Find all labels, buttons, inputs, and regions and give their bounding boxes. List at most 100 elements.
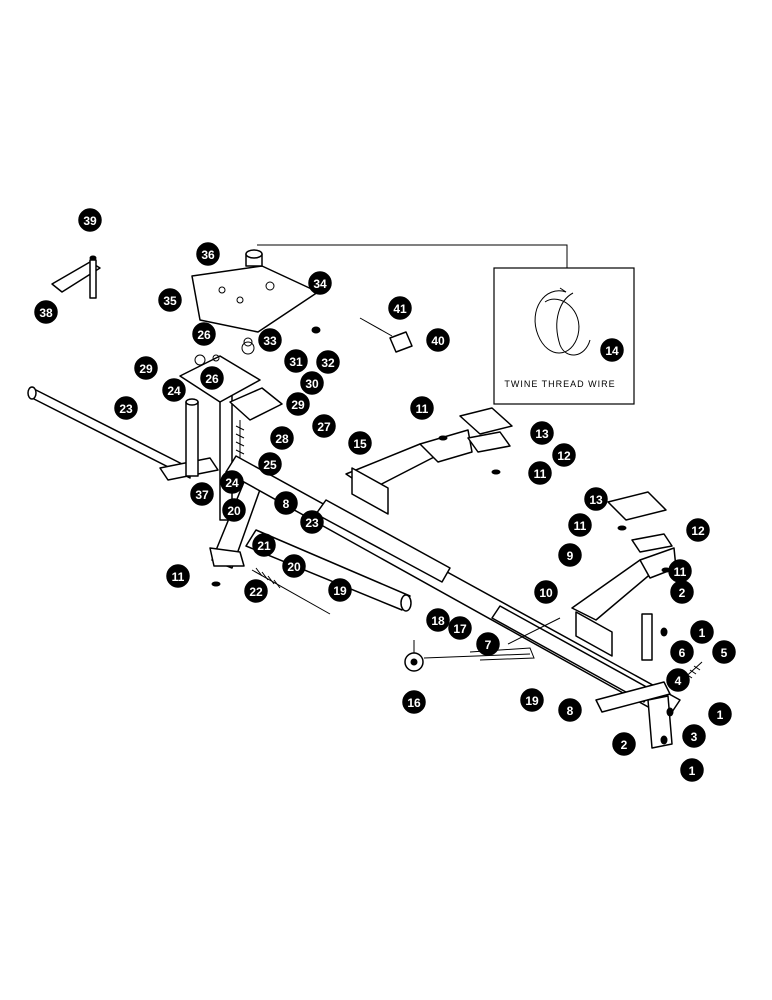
callout-balloon [708, 702, 732, 726]
callout-23: 23 [300, 510, 324, 534]
callout-8: 8 [558, 698, 582, 722]
callout-number: 4 [675, 674, 682, 688]
callout-number: 29 [139, 362, 153, 376]
callout-29: 29 [134, 356, 158, 380]
callout-balloon [686, 518, 710, 542]
callout-number: 40 [431, 334, 445, 348]
callout-number: 31 [289, 355, 303, 369]
callout-balloon [286, 392, 310, 416]
callout-balloon [312, 414, 336, 438]
callout-balloon [192, 322, 216, 346]
callout-21: 21 [252, 533, 276, 557]
callout-balloon [670, 640, 694, 664]
callout-number: 1 [689, 764, 696, 778]
callout-number: 21 [257, 539, 271, 553]
callout-5: 5 [712, 640, 736, 664]
callout-32: 32 [316, 350, 340, 374]
callout-10: 10 [534, 580, 558, 604]
callout-number: 1 [717, 708, 724, 722]
callout-number: 28 [275, 432, 289, 446]
callout-number: 26 [197, 328, 211, 342]
callout-balloon [190, 482, 214, 506]
callout-26: 26 [192, 322, 216, 346]
callout-balloon [308, 271, 332, 295]
callout-11: 11 [410, 396, 434, 420]
callout-balloon [670, 580, 694, 604]
callout-1: 1 [680, 758, 704, 782]
callout-number: 25 [263, 458, 277, 472]
callout-13: 13 [530, 421, 554, 445]
callout-19: 19 [328, 578, 352, 602]
callout-28: 28 [270, 426, 294, 450]
callout-number: 41 [393, 302, 407, 316]
callout-13: 13 [584, 487, 608, 511]
callout-balloon [200, 366, 224, 390]
callout-balloon [284, 349, 308, 373]
callout-11: 11 [528, 461, 552, 485]
callout-balloon [402, 690, 426, 714]
callout-11: 11 [166, 564, 190, 588]
callout-balloon [476, 632, 500, 656]
callout-37: 37 [190, 482, 214, 506]
callout-balloon [680, 758, 704, 782]
callout-34: 34 [308, 271, 332, 295]
callout-22: 22 [244, 579, 268, 603]
callout-30: 30 [300, 371, 324, 395]
callout-number: 13 [535, 427, 549, 441]
callout-29: 29 [286, 392, 310, 416]
callout-balloon [612, 732, 636, 756]
callout-balloon [252, 533, 276, 557]
callout-number: 22 [249, 585, 263, 599]
callout-balloon [690, 620, 714, 644]
callout-number: 23 [119, 402, 133, 416]
callout-number: 32 [321, 356, 335, 370]
callout-number: 20 [287, 560, 301, 574]
callout-number: 12 [691, 524, 705, 538]
callout-number: 12 [557, 449, 571, 463]
callout-number: 23 [305, 516, 319, 530]
callout-20: 20 [222, 498, 246, 522]
callout-25: 25 [258, 452, 282, 476]
callout-balloon [282, 554, 306, 578]
callout-balloon [196, 242, 220, 266]
callout-number: 24 [167, 384, 181, 398]
callout-number: 5 [721, 646, 728, 660]
callout-number: 26 [205, 372, 219, 386]
callout-38: 38 [34, 300, 58, 324]
callout-3: 3 [682, 724, 706, 748]
callout-8: 8 [274, 491, 298, 515]
callout-40: 40 [426, 328, 450, 352]
callout-number: 11 [416, 402, 429, 416]
callout-41: 41 [388, 296, 412, 320]
callout-number: 11 [574, 519, 587, 533]
callout-balloon [222, 498, 246, 522]
callout-balloon [534, 580, 558, 604]
callout-4: 4 [666, 668, 690, 692]
callout-balloon [274, 491, 298, 515]
callout-balloon [114, 396, 138, 420]
callout-9: 9 [558, 543, 582, 567]
callout-balloon [520, 688, 544, 712]
callout-balloon [426, 608, 450, 632]
callout-number: 33 [263, 334, 277, 348]
callout-number: 18 [431, 614, 445, 628]
callout-39: 39 [78, 208, 102, 232]
callout-2: 2 [670, 580, 694, 604]
callout-36: 36 [196, 242, 220, 266]
callout-balloon [558, 543, 582, 567]
callout-number: 10 [539, 586, 553, 600]
callout-11: 11 [568, 513, 592, 537]
callout-number: 2 [679, 586, 686, 600]
callout-17: 17 [448, 616, 472, 640]
callout-number: 1 [699, 626, 706, 640]
callout-number: 24 [225, 476, 239, 490]
callout-number: 19 [333, 584, 347, 598]
callout-number: 16 [407, 696, 421, 710]
callout-balloon [166, 564, 190, 588]
callout-number: 35 [163, 294, 177, 308]
callout-14: 14 [600, 338, 624, 362]
callout-number: 20 [227, 504, 241, 518]
callout-number: 3 [691, 730, 698, 744]
twine-thread-wire-inset: TWINE THREAD WIRE [257, 244, 635, 405]
